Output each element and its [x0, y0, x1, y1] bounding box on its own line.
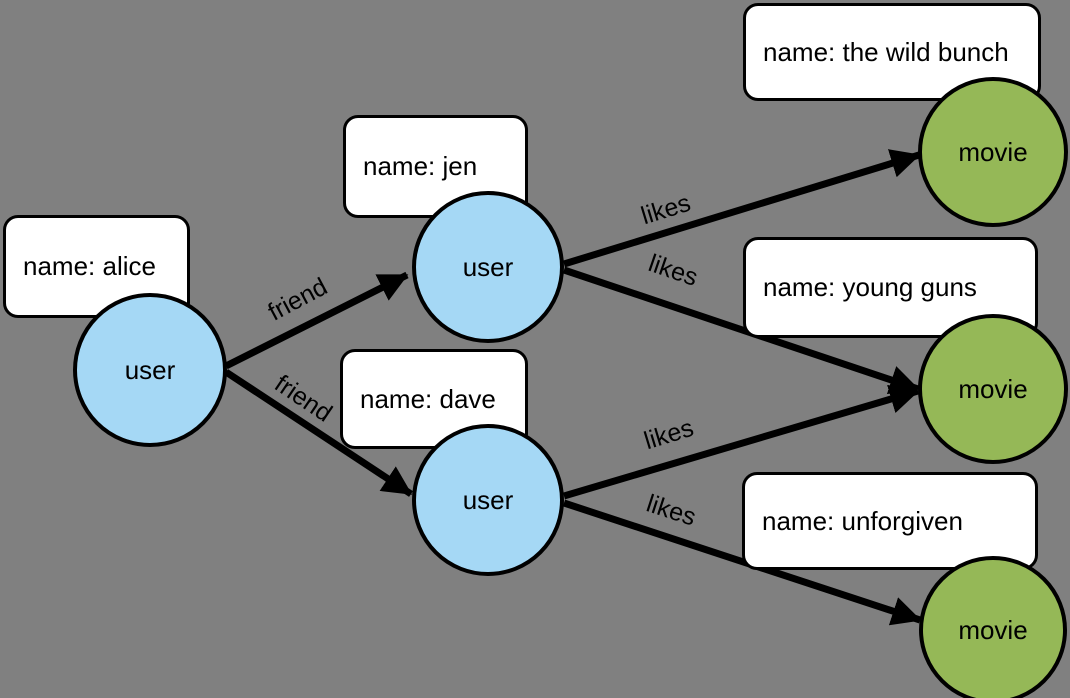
node-user-alice: user — [73, 293, 227, 447]
property-text-jen: name: jen — [363, 151, 478, 181]
property-text-dave: name: dave — [360, 383, 496, 414]
edge-jen-youngguns-likes — [562, 266, 920, 395]
property-text-alice: name: alice — [23, 251, 156, 281]
edge-dave-unforgiven-likes — [562, 499, 922, 626]
node-user-dave: user — [412, 424, 564, 576]
property-text-young-guns: name: young guns — [763, 272, 977, 302]
node-movie-unforgiven: movie — [919, 556, 1067, 698]
node-label: movie — [958, 373, 1028, 404]
edge-jen-wildbunch-likes — [562, 149, 921, 268]
node-movie-young-guns: movie — [918, 314, 1068, 464]
property-text-unforgiven: name: unforgiven — [762, 505, 963, 536]
node-user-jen: user — [412, 191, 564, 343]
edge-dave-youngguns-likes — [563, 384, 920, 500]
edge-alice-dave-friend — [224, 369, 413, 497]
node-label: user — [124, 354, 176, 385]
edge-alice-jen-friend — [224, 271, 409, 370]
property-text-wild-bunch: name: the wild bunch — [763, 36, 1009, 67]
property-box-unforgiven: name: unforgiven — [742, 472, 1038, 570]
node-movie-wild-bunch: movie — [918, 77, 1068, 227]
node-label: user — [462, 484, 514, 515]
node-label: movie — [958, 136, 1028, 167]
node-label: user — [462, 251, 514, 282]
node-label: movie — [958, 614, 1028, 645]
